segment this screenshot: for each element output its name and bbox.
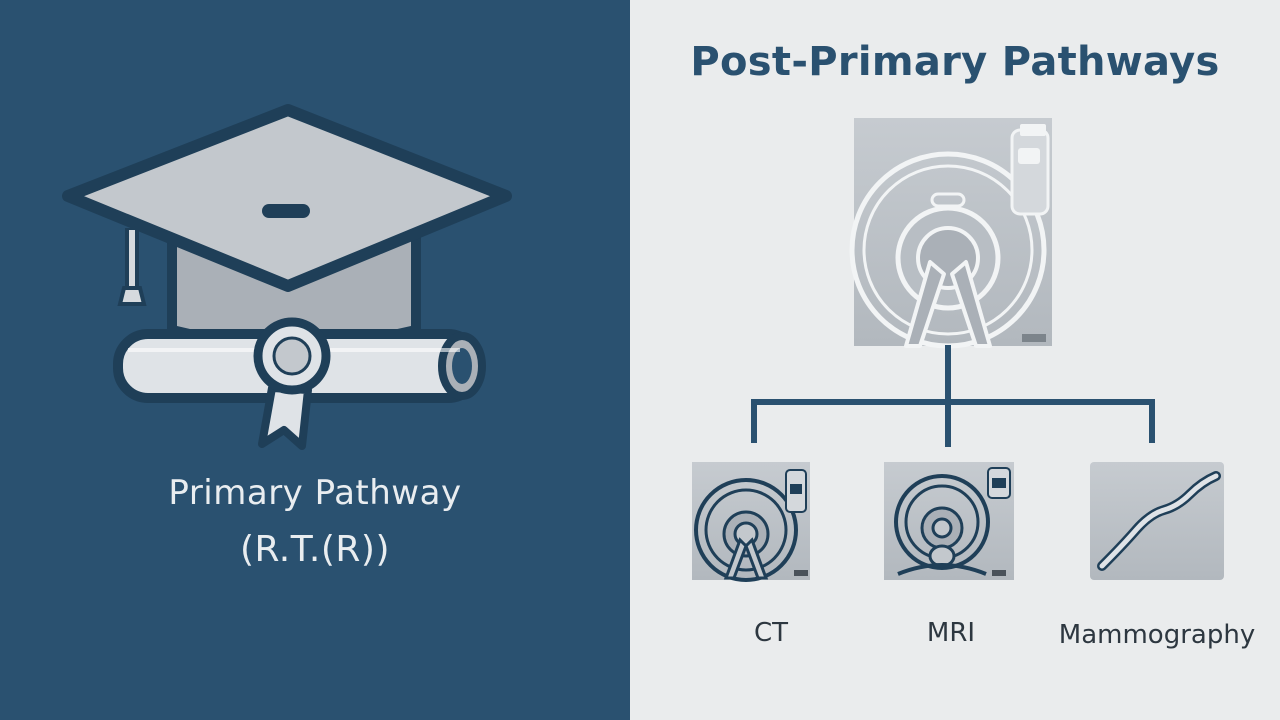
graduation-cap-with-diploma-icon [62, 104, 512, 450]
post-primary-pathways-panel: Post-Primary Pathways [630, 0, 1280, 720]
ct-scanner-icon [692, 462, 810, 582]
primary-pathway-title: Primary Pathway [168, 473, 462, 513]
primary-pathway-panel: Primary Pathway (R.T.(R)) [0, 0, 630, 720]
mri-scanner-icon [884, 462, 1014, 580]
mammography-icon [1090, 462, 1224, 580]
post-primary-title: Post-Primary Pathways [690, 39, 1220, 85]
primary-pathway-credential: (R.T.(R)) [239, 529, 391, 570]
branch-label-mri: MRI [926, 618, 976, 648]
tree-connector [751, 345, 1155, 447]
root-scanner-icon [849, 118, 1052, 349]
branch-label-ct: CT [753, 618, 789, 648]
pathway-tree-diagram [692, 118, 1224, 582]
branch-label-mammography: Mammography [1058, 620, 1256, 650]
